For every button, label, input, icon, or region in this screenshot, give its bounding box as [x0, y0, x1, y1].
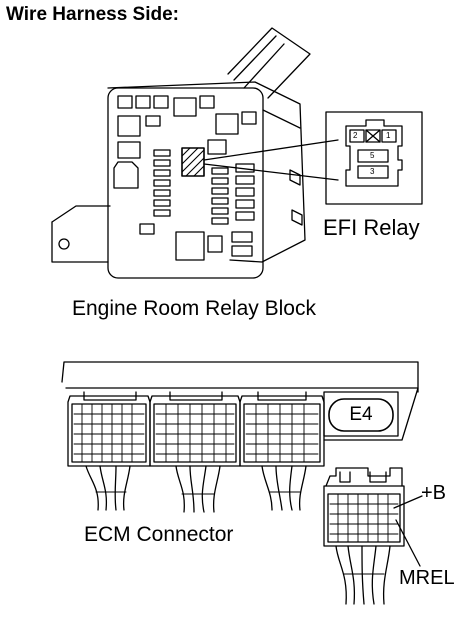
mrel-terminal-label: MREL: [399, 567, 455, 589]
relay-pin-label: 3: [370, 167, 375, 176]
relay-pin-label: 2: [353, 131, 358, 140]
page-title: Wire Harness Side:: [6, 4, 180, 25]
relay-pin-label: 5: [370, 151, 375, 160]
e4-connector-detail: [323, 467, 423, 605]
efi-relay-detail: [325, 111, 423, 205]
ecm-connector-3: [239, 391, 325, 511]
efi-relay-label: EFI Relay: [323, 215, 420, 240]
ecm-connector-2: [149, 391, 241, 513]
ecm-connector-label: ECM Connector: [84, 523, 234, 546]
engine-room-relay-block: [51, 27, 339, 279]
connector-code-label: E4: [349, 404, 373, 425]
relay-block-label: Engine Room Relay Block: [72, 297, 316, 320]
plus-b-terminal-label: +B: [421, 482, 447, 504]
ecm-housing: [61, 361, 419, 441]
ecm-connector-1: [67, 391, 151, 511]
relay-pin-label: 1: [386, 131, 391, 140]
